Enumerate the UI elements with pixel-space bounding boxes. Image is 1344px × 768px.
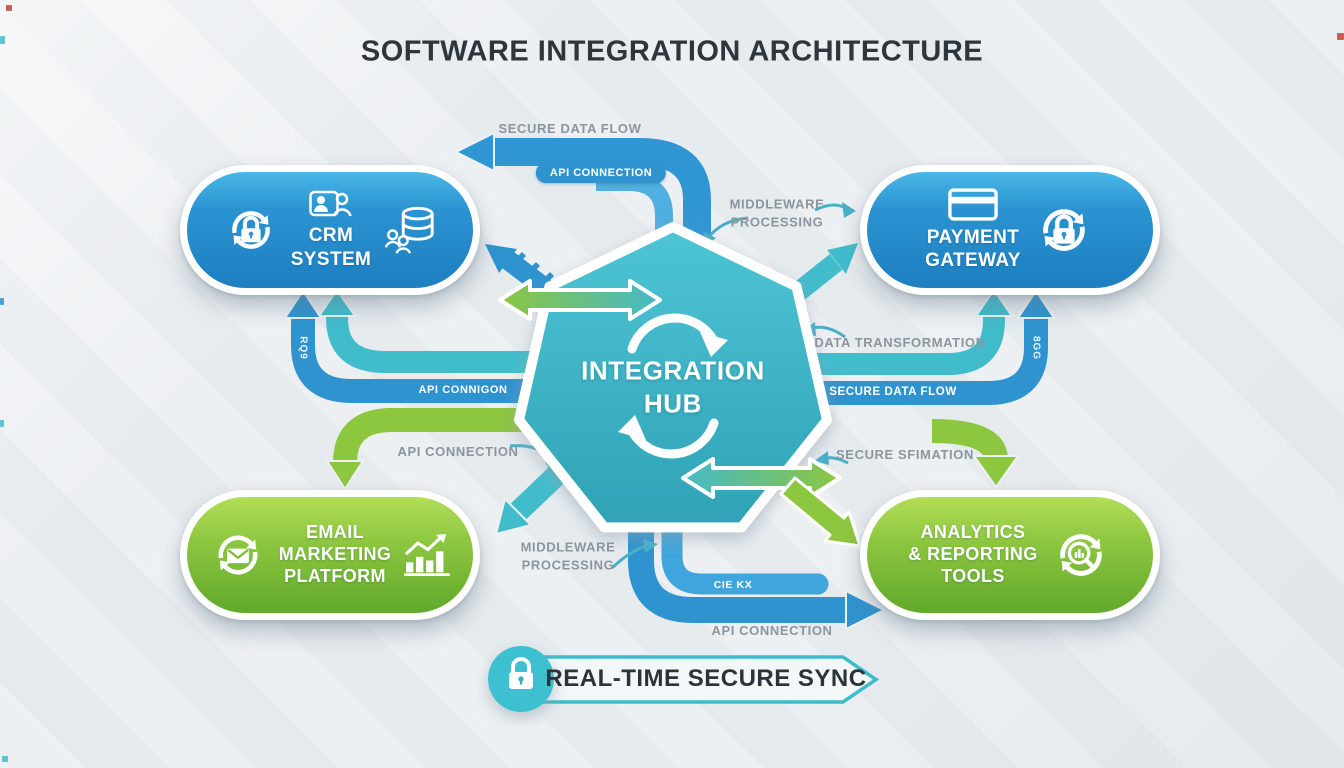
padlock-icon: [509, 657, 533, 689]
node-payment-gateway: PAYMENT GATEWAY: [860, 165, 1160, 295]
database-users-icon: [384, 206, 434, 254]
node-crm-system: CRM SYSTEM: [180, 165, 480, 295]
arrow-right-teal-up: [770, 288, 1014, 375]
label-api-connection-left: API CONNECTION: [397, 444, 519, 460]
arrow-left-teal-up: [317, 288, 575, 373]
label-vertical-right-tag: 8GG: [1030, 335, 1042, 361]
credit-card-icon: [948, 188, 998, 221]
arrow-dotted-right: [789, 243, 858, 301]
label-api-connection-badge: API CONNECTION: [535, 163, 667, 183]
label-vertical-left-tag: RQ9: [297, 336, 309, 360]
edge-artifact: [2, 756, 8, 762]
arrow-teal-into-email: [494, 460, 572, 536]
arrow-left-green-down: [325, 408, 575, 491]
arrow-right-blue-up: [770, 289, 1056, 405]
edge-artifact: [0, 298, 4, 305]
contacts-card-icon: [309, 191, 352, 217]
sync-lock-icon: [1043, 209, 1085, 251]
magnifier-chart-sync-icon: [1059, 534, 1102, 576]
node-analytics-reporting: ANALYTICS & REPORTING TOOLS: [860, 490, 1160, 620]
hub-label: INTEGRATION HUB: [581, 355, 765, 419]
label-middleware-processing-top: MIDDLEWARE PROCESSING: [729, 196, 825, 229]
node-email-marketing: EMAIL MARKETING PLATFORM: [180, 490, 480, 620]
edge-artifact: [1337, 33, 1344, 40]
label-secure-data-flow-right: SECURE DATA FLOW: [829, 386, 957, 398]
sync-lock-icon: [231, 211, 270, 249]
envelope-sync-icon: [218, 535, 258, 575]
label-secure-data-flow-top: SECURE DATA FLOW: [498, 121, 642, 137]
label-data-transformation: DATA TRANSFORMATION: [814, 335, 986, 351]
arrow-bottom-api: [628, 520, 887, 631]
arrow-right-green-down: [931, 419, 1020, 489]
label-secure-estimation: SECURE SFIMATION: [836, 447, 974, 463]
edge-artifact: [6, 5, 12, 11]
edge-artifact: [0, 420, 4, 427]
edge-artifact: [0, 36, 5, 44]
analytics-label: ANALYTICS & REPORTING TOOLS: [908, 522, 1038, 586]
label-middleware-processing-bottom: MIDDLEWARE PROCESSING: [520, 539, 616, 572]
double-arrow-right: [681, 457, 862, 548]
email-label: EMAIL MARKETING PLATFORM: [278, 522, 392, 586]
label-api-connection-band: API CONNIGON: [418, 384, 508, 396]
page-title: SOFTWARE INTEGRATION ARCHITECTURE: [360, 35, 984, 68]
sync-arrows-icon: [627, 313, 719, 459]
banner-shape: [488, 646, 880, 712]
label-pipe-tag: CIE KX: [713, 579, 753, 591]
arrow-left-blue-up: [283, 289, 575, 403]
crm-label: CRM SYSTEM: [290, 225, 372, 270]
label-api-connection-bottom: API CONNECTION: [711, 623, 833, 639]
bar-chart-icon: [404, 534, 451, 576]
arrow-bottom-pipe: [661, 509, 829, 595]
banner-label: REAL-TIME SECURE SYNC: [545, 665, 867, 692]
payment-label: PAYMENT GATEWAY: [925, 226, 1021, 271]
double-arrow-left: [498, 279, 662, 321]
